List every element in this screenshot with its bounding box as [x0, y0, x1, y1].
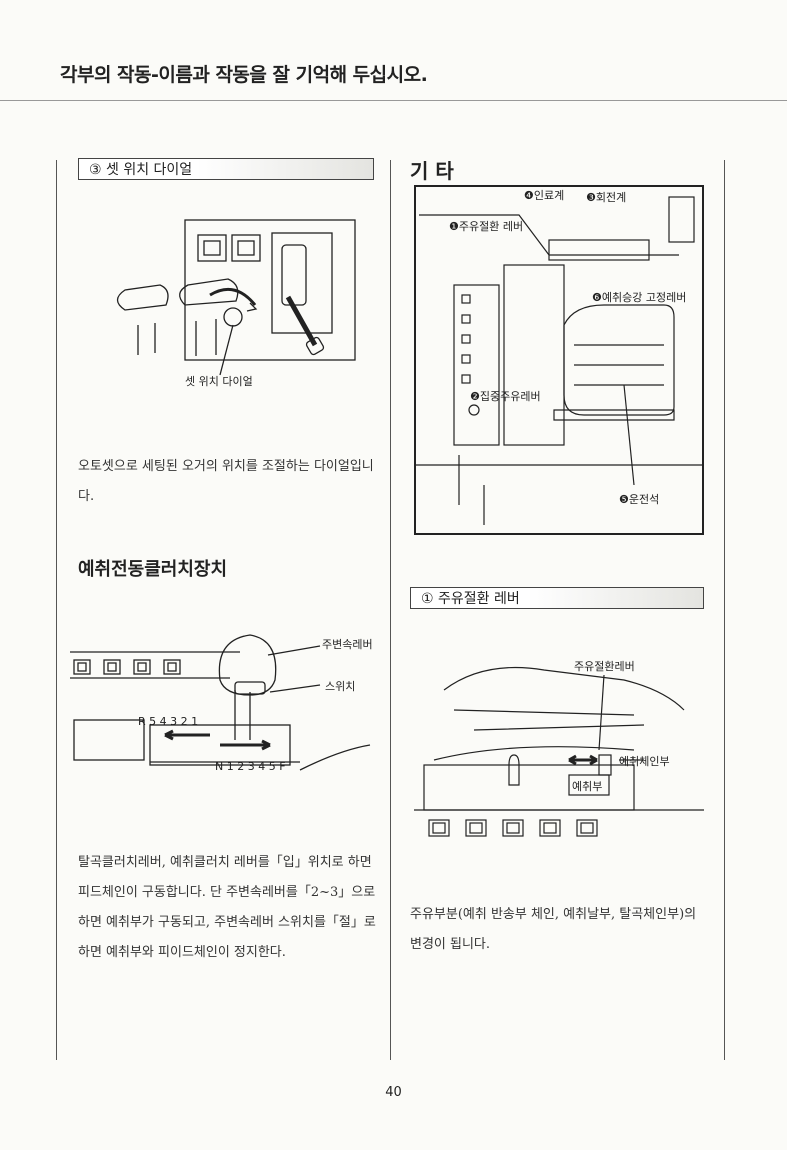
left-margin-rule	[56, 160, 57, 1060]
page-number: 40	[385, 1085, 402, 1100]
set-dial-figure: 셋 위치 다이얼	[116, 219, 356, 388]
cutting-part-callout: 예취부	[572, 780, 602, 793]
set-dial-caption: 셋 위치 다이얼	[185, 374, 253, 388]
label-fuel-gauge: ❹인료계	[524, 189, 564, 202]
gear-top-label: R 5 4 3 2 1	[138, 715, 198, 728]
clutch-section-title: 예취전동클러치장치	[78, 559, 228, 580]
cutting-chain-callout: 예취체인부	[619, 755, 670, 768]
clutch-lever-callout: 주변속레버	[322, 638, 373, 651]
label-tachometer: ❸회전계	[586, 191, 626, 204]
cockpit-figure: ❶주유절환 레버 ❹인료계 ❸회전계 ❻예취승강 고정레버 ❷집중주유레버 ❺운…	[414, 185, 704, 535]
label-lift-lock-lever: ❻예취승강 고정레버	[592, 291, 686, 304]
oil-lever-description: 주유부분(예취 반송부 체인, 예취날부, 탈곡체인부)의 변경이 됩니다.	[410, 907, 697, 952]
set-dial-description: 오토셋으로 세팅된 오거의 위치를 조절하는 다이얼입니다.	[78, 459, 374, 504]
page-title: 각부의 작동-이름과 작동을 잘 기억해 두십시오.	[60, 64, 428, 86]
label-oil-switch-lever: ❶주유절환 레버	[449, 220, 523, 233]
clutch-figure: R 5 4 3 2 1 N 1 2 3 4 5 F 주변속레버 스위치	[70, 634, 373, 773]
set-dial-label-box: ③ 셋 위치 다이얼	[78, 158, 374, 180]
oil-lever-figure: 주유절환레버 예취체인부 예취부	[414, 660, 704, 837]
label-central-oil-lever: ❷집중주유레버	[470, 390, 541, 403]
other-section-title: 기 타	[410, 159, 454, 183]
right-margin-rule	[724, 160, 725, 1060]
oil-lever-label-box: ① 주유절환 레버	[410, 587, 704, 609]
label-seat: ❺운전석	[619, 493, 659, 506]
oil-lever-callout: 주유절환레버	[574, 660, 635, 673]
header-rule	[0, 100, 787, 101]
column-divider	[390, 160, 391, 1060]
clutch-description: 탈곡클러치레버, 예취클러치 레버를「입」위치로 하면 피드체인이 구동합니다.…	[78, 855, 376, 960]
clutch-switch-callout: 스위치	[325, 680, 355, 693]
gear-bottom-label: N 1 2 3 4 5 F	[215, 760, 286, 773]
